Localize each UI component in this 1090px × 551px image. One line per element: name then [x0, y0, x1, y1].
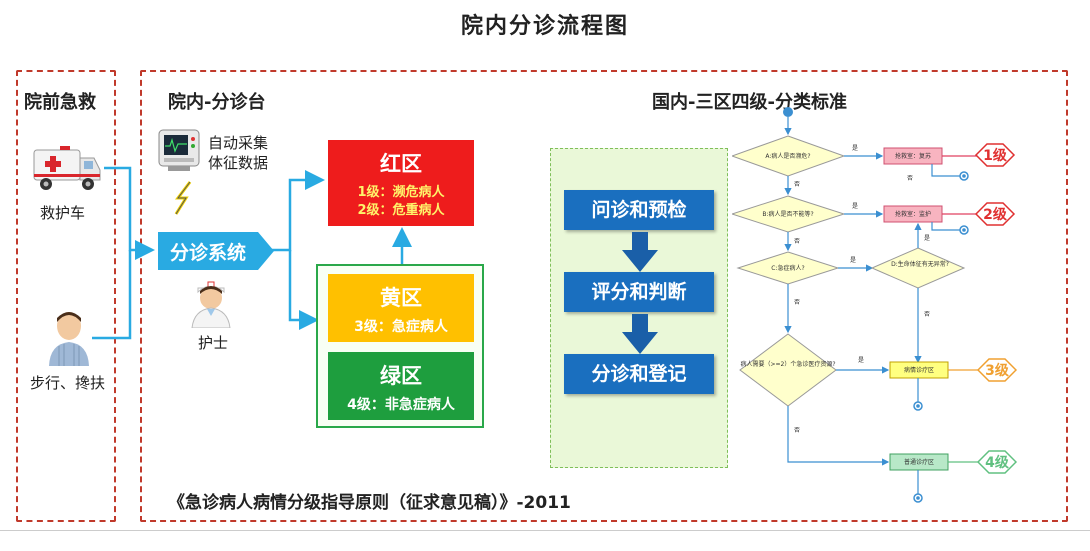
walking-patient-icon	[44, 310, 94, 366]
yellow-zone-level-3: 3级：急症病人	[354, 319, 448, 335]
flow-decision-a-text: A:病人是否濒危?	[765, 152, 810, 160]
green-zone-name: 绿区	[380, 364, 422, 388]
flow-level-4: 4级	[985, 454, 1010, 471]
standard-heading: 国内-三区四级-分类标准	[652, 92, 847, 113]
ambulance-icon	[30, 140, 104, 196]
inhospital-heading: 院内-分诊台	[168, 92, 266, 113]
nurse-label: 护士	[198, 334, 229, 352]
flow-no-d: 否	[924, 311, 930, 318]
flow-no-a1: 否	[907, 175, 913, 182]
flow-yes-c: 是	[850, 257, 856, 264]
prehospital-heading: 院前急救	[24, 92, 96, 113]
flow-level-2: 2级	[983, 206, 1008, 223]
bottom-rule	[0, 530, 1090, 531]
steps-arrows	[622, 232, 658, 354]
flow-start-node	[783, 107, 793, 117]
flow-decision-e-text: 病人需要（>=2）个急诊医疗资源?	[740, 360, 835, 368]
triage-system-label: 分诊系统	[170, 242, 247, 264]
triage-flowchart: A:病人是否濒危? 是 抢救室：复苏 1级 否 否 B:病人是否不能等? 是 抢…	[732, 107, 1018, 503]
ambulance-label: 救护车	[40, 204, 86, 222]
prehospital-frame	[16, 70, 116, 522]
flow-box-2-text: 抢救室：监护	[895, 210, 931, 218]
green-zone-level-4: 4级：非急症病人	[347, 397, 455, 413]
yellow-zone-name: 黄区	[380, 286, 422, 310]
yellow-zone: 黄区 3级：急症病人	[328, 274, 474, 342]
green-zone: 绿区 4级：非急症病人	[328, 352, 474, 420]
red-zone-level-1: 1级：濒危病人	[357, 185, 445, 200]
step-consultation: 问诊和预检	[564, 190, 714, 230]
flow-level-3-badge	[976, 358, 1018, 382]
walkin-label: 步行、搀扶	[30, 374, 106, 392]
flow-yes-a: 是	[852, 145, 858, 152]
flow-box-4-text: 普通诊疗区	[904, 458, 934, 466]
flow-level-3: 3级	[985, 362, 1010, 379]
flow-no-c: 否	[794, 299, 800, 306]
flow-level-2-badge	[974, 202, 1016, 226]
red-zone-level-2: 2级：危重病人	[357, 203, 445, 218]
flow-box-1-text: 抢救室：复苏	[895, 152, 931, 160]
flow-level-1: 1级	[983, 147, 1008, 164]
citation: 《急诊病人病情分级指导原则（征求意见稿）》-2011	[168, 493, 571, 513]
monitor-label-1: 自动采集	[208, 134, 269, 152]
triage-system-arrow: 分诊系统	[158, 232, 274, 270]
flow-decision-c-text: C:急症病人?	[771, 264, 804, 272]
flow-no-e: 否	[794, 427, 800, 434]
flow-no-a: 否	[794, 181, 800, 188]
monitor-label-2: 体征数据	[208, 154, 269, 172]
flow-no-b: 否	[794, 238, 800, 245]
flow-level-4-badge	[976, 450, 1018, 474]
page-title: 院内分诊流程图	[460, 14, 629, 39]
red-zone-name: 红区	[380, 152, 422, 176]
monitor-icon	[156, 126, 202, 174]
flow-decision-e	[739, 333, 837, 407]
step-registration: 分诊和登记	[564, 354, 714, 394]
flow-box-3-text: 病情诊疗区	[904, 366, 934, 374]
flow-yes-e: 是	[858, 357, 864, 364]
flow-decision-b-text: B:病人是否不能等?	[762, 210, 813, 218]
flow-yes-b: 是	[852, 203, 858, 210]
nurse-icon	[188, 278, 234, 329]
red-zone: 红区 1级：濒危病人 2级：危重病人	[328, 140, 474, 226]
flow-level-1-badge	[974, 143, 1016, 167]
step-scoring: 评分和判断	[564, 272, 714, 312]
flow-decision-d	[870, 247, 966, 289]
flow-yes-d: 是	[924, 235, 930, 242]
inhospital-frame	[140, 70, 1068, 522]
flow-decision-d-text: D:生命体征有无异常?	[891, 260, 949, 268]
